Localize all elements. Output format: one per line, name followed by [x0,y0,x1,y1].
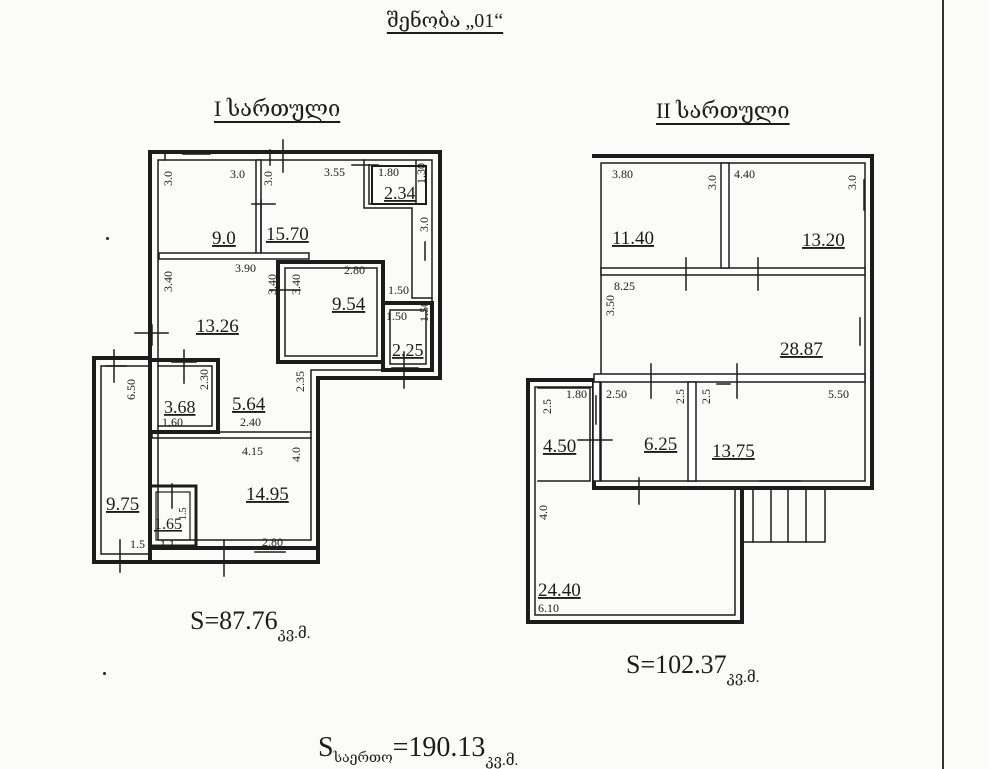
room-dimension: 3.0 [161,171,175,186]
floor-1-labels: 9.0 3.0 3.0 15.70 3.0 3.55 3.0 2.34 1.80… [106,163,431,551]
room-dimension: 1.80 [378,165,399,179]
room-dimension: 3.50 [603,295,617,316]
room-dimension: 2.50 [606,387,627,401]
room-area: 1.65 [154,516,182,533]
room-dimension: 6.50 [124,379,138,400]
room-dimension: 3.0 [705,175,719,190]
room-area: 13.20 [802,230,845,251]
room-dimension: 2.40 [240,415,261,429]
room-dimension: 4.15 [242,444,263,458]
grand-total-area: Sსაერთო=190.13კვ.მ. [318,732,518,769]
floor-2-labels: 11.40 3.80 3.0 13.20 4.40 3.0 28.87 3.50… [536,167,859,615]
room-area: 13.26 [196,316,239,337]
room-dimension: 3.55 [324,165,345,179]
room-dimension: 1.50 [386,309,407,323]
room-dimension: 3.0 [261,171,275,186]
room-dimension: 1.30 [414,163,428,184]
room-dimension: 3.40 [289,274,303,295]
room-dimension: 1.5 [178,508,189,521]
floor-2-area-value: S=102.37 [626,650,727,679]
floor-1-area-total: S=87.76კვ.მ. [190,606,310,642]
floor-1-walls [92,150,442,564]
room-dimension: 4.0 [289,447,303,462]
room-area: 2.34 [384,183,416,203]
floor-2-area-unit: კვ.მ. [726,670,760,686]
room-dimension: 1.5 [130,537,145,551]
room-area: 9.75 [106,494,139,515]
room-area: 15.70 [266,224,309,245]
room-area: 3.68 [164,397,196,417]
room-area: 9.54 [332,294,366,315]
room-dimension: 3.0 [230,167,245,181]
room-dimension: 2.30 [197,369,211,390]
floor-1-title: I სართული [214,96,341,121]
scan-dot [103,672,106,675]
room-area: 28.87 [780,339,823,360]
room-area: 6.25 [644,434,677,455]
room-dimension: 8.25 [614,279,635,293]
room-area: 5.64 [232,394,266,415]
room-area: 4.50 [543,436,576,457]
room-area: 11.40 [612,228,654,249]
room-area: 24.40 [538,580,581,601]
room-dimension: 3.80 [612,167,633,181]
door-marks [105,139,865,577]
grand-total-value: =190.13 [392,732,486,763]
grand-total-unit: კვ.მ. [485,753,519,769]
room-dimension: 3.0 [845,175,859,190]
room-dimension: 2.35 [293,371,307,392]
room-dimension: 4.0 [536,505,550,520]
building-title: შენობა „01“ [386,10,504,32]
room-area: 13.75 [712,441,755,462]
room-dimension: 2.80 [344,263,365,277]
room-dimension: 5.50 [828,387,849,401]
room-dimension: 1.50 [417,301,431,322]
room-dimension: 2.5 [699,389,713,404]
room-dimension: 4.40 [734,167,755,181]
room-dimension: 3.90 [235,261,256,275]
room-dimension: 1.1 [160,537,175,551]
room-dimension: 1.60 [162,415,183,429]
floor-1-area-value: S=87.76 [190,606,278,635]
room-area: 14.95 [246,484,289,505]
floor-1-area-unit: კვ.მ. [277,626,311,642]
page-border-line [942,0,944,769]
room-dimension: 2.5 [540,399,554,414]
room-dimension: 1.80 [566,387,587,401]
room-dimension: 2.80 [262,535,283,549]
floor-2-title: II სართული [656,98,790,123]
room-area: 2.25 [392,340,424,360]
scan-dot [106,237,109,240]
room-dimension: 3.40 [161,271,175,292]
grand-total-prefix: S [318,732,334,763]
room-area: 9.0 [212,228,236,249]
room-dimension: 3.40 [265,274,279,295]
room-dimension: 3.0 [417,217,431,232]
room-dimension: 1.50 [388,283,409,297]
floor-2-area-total: S=102.37კვ.მ. [626,650,759,686]
room-dimension: 6.10 [538,601,559,615]
floor-2-walls [526,154,874,624]
room-dimension: 2.5 [673,389,687,404]
grand-total-subscript: საერთო [333,751,393,766]
